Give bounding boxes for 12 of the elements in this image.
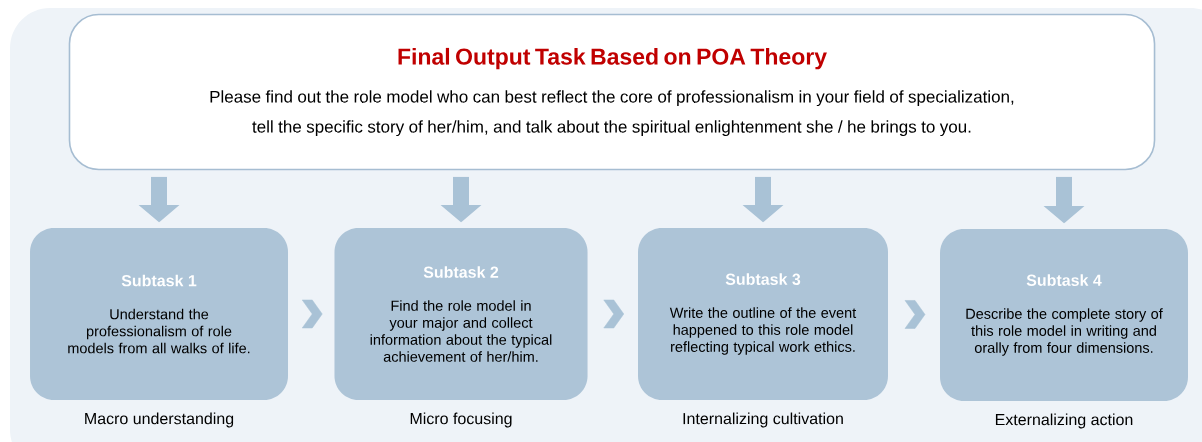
task-box: Final Output Task Based on POA Theory Please find out the role model who can best reflect the core of professionalism in your field of specialization, tell the specific story of her/him, and talk about the spiritual enlightenment she / he brings to you. (68, 13, 1156, 171)
stage-label: Internalizing cultivation (683, 412, 843, 428)
chevron-arrow (603, 299, 625, 329)
chevron-arrow (904, 300, 926, 329)
subtask-box: Subtask 3 Write the outline of the event happened to this role model reflecting typical work ethics. (638, 228, 888, 400)
subtask-box: Subtask 2 Find the role model in your major and collect information about the typical achievement of her/him. (334, 228, 588, 400)
stage-label: Macro understanding (85, 412, 234, 428)
stage-label: Externalizing action (995, 413, 1133, 429)
subtask-box: Subtask 4 Describe the complete story of this role model in writing and orally from four dimensions. (940, 229, 1188, 401)
chevron-arrow (302, 299, 323, 329)
stage-label: Micro focusing (410, 412, 512, 428)
subtask-box: Subtask 1 Understand the professionalism of role models from all walks of life. (30, 228, 288, 400)
